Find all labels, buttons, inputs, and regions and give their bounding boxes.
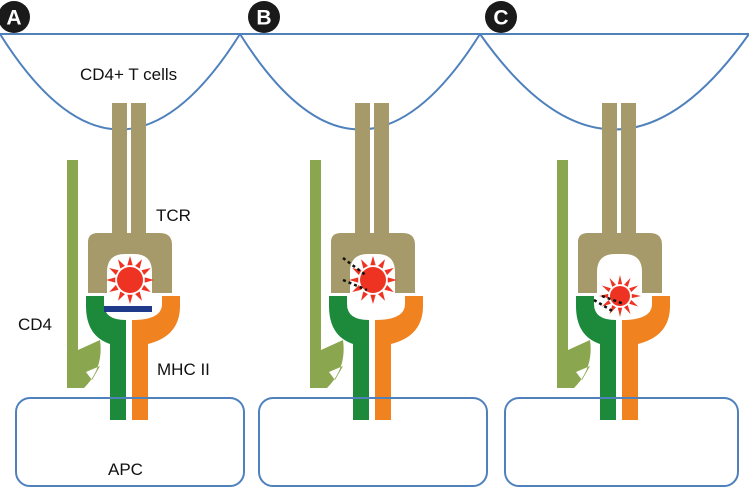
label-apc: APC — [108, 460, 143, 479]
antigen-ray — [629, 300, 639, 307]
antigen-ray — [609, 277, 616, 287]
mhc-beta-chain — [132, 296, 180, 420]
antigen-ray — [387, 277, 397, 283]
antigen-core — [360, 267, 386, 293]
mhc-alpha-chain — [86, 296, 126, 420]
antigen-icon — [349, 256, 397, 304]
antigen-ray — [118, 291, 125, 301]
antigen-ray — [617, 275, 623, 285]
badge-circle — [0, 1, 30, 33]
antigen-ray — [141, 268, 151, 275]
badge-letter: A — [6, 7, 21, 30]
mhc-ii-molecule — [86, 296, 180, 420]
interaction-dashes — [593, 294, 625, 314]
antigen-ray — [361, 259, 368, 269]
label-cd4-t-cells: CD4+ T cells — [80, 65, 177, 84]
antigen-ray — [127, 256, 133, 266]
mhc-beta-chain — [375, 296, 423, 420]
panel-badge: B — [248, 1, 280, 33]
antigen-ray — [109, 285, 119, 292]
mhc-beta-chain — [622, 296, 670, 420]
cd4-stalk — [67, 160, 78, 388]
label-mhc-ii: MHC II — [157, 360, 210, 379]
antigen-core — [117, 267, 143, 293]
badge-circle — [248, 1, 280, 33]
tcr-binding-cup — [578, 233, 662, 293]
antigen-ray — [384, 268, 394, 275]
badge-letter: B — [256, 7, 271, 30]
badge-letter: C — [493, 7, 508, 30]
antigen-ray — [127, 294, 133, 304]
cd4-domain — [568, 340, 591, 388]
mhc-ii-molecule — [576, 296, 670, 420]
antigen-ray — [141, 285, 151, 292]
antigen-ray — [624, 277, 631, 287]
tcr-stalk-left — [355, 103, 370, 238]
cd4-domain — [78, 340, 101, 388]
tcr-molecule — [88, 103, 172, 293]
badge-circle — [485, 1, 517, 33]
antigen-ray — [631, 293, 641, 299]
antigen-ray — [349, 277, 359, 283]
apc-cell — [15, 397, 245, 487]
antigen-ray — [378, 259, 385, 269]
cd4-stalk — [557, 160, 568, 388]
cd4-molecule — [67, 160, 101, 388]
antigen-ray — [629, 285, 639, 292]
tcr-stalk-left — [602, 103, 617, 238]
peptide-bar — [104, 306, 152, 312]
antigen-ray — [135, 291, 142, 301]
panel-badge: A — [0, 1, 30, 33]
antigen-ray — [109, 268, 119, 275]
cd4-stalk — [310, 160, 321, 388]
antigen-ray — [106, 277, 116, 283]
tcr-molecule — [578, 103, 662, 293]
panel-c: C — [479, 1, 749, 487]
cd4-molecule — [557, 160, 591, 388]
cd4-domain — [321, 340, 344, 388]
panel-b: B — [239, 1, 488, 487]
mhc-ii-molecule — [329, 296, 423, 420]
antigen-ray — [601, 285, 611, 292]
apc-cell — [504, 397, 739, 487]
label-cd4: CD4 — [18, 315, 52, 334]
antigen-icon — [599, 275, 641, 317]
interaction-dashes — [342, 257, 368, 292]
antigen-ray — [352, 285, 362, 292]
antigen-ray — [144, 277, 154, 283]
antigen-ray — [135, 259, 142, 269]
tcr-stalk-right — [374, 103, 389, 238]
antigen-ray — [370, 256, 376, 266]
antigen-ray — [118, 259, 125, 269]
tcr-stalk-left — [112, 103, 127, 238]
antigen-ray — [361, 291, 368, 301]
cd4-molecule — [310, 160, 344, 388]
antigen-ray — [617, 307, 623, 317]
antigen-ray — [370, 294, 376, 304]
tcr-stalk-right — [621, 103, 636, 238]
antigen-ray — [624, 305, 631, 315]
antigen-ray — [609, 305, 616, 315]
antigen-ray — [352, 268, 362, 275]
label-tcr: TCR — [156, 206, 191, 225]
mhc-alpha-chain — [329, 296, 369, 420]
antigen-ray — [601, 300, 611, 307]
panel-badge: C — [485, 1, 517, 33]
mhc-alpha-chain — [576, 296, 616, 420]
antigen-ray — [384, 285, 394, 292]
tcr-binding-cup — [331, 233, 415, 293]
antigen-ray — [378, 291, 385, 301]
antigen-icon — [106, 256, 154, 304]
apc-cell — [258, 397, 488, 487]
tcr-binding-cup — [88, 233, 172, 293]
tcr-stalk-right — [131, 103, 146, 238]
tcr-molecule — [331, 103, 415, 293]
